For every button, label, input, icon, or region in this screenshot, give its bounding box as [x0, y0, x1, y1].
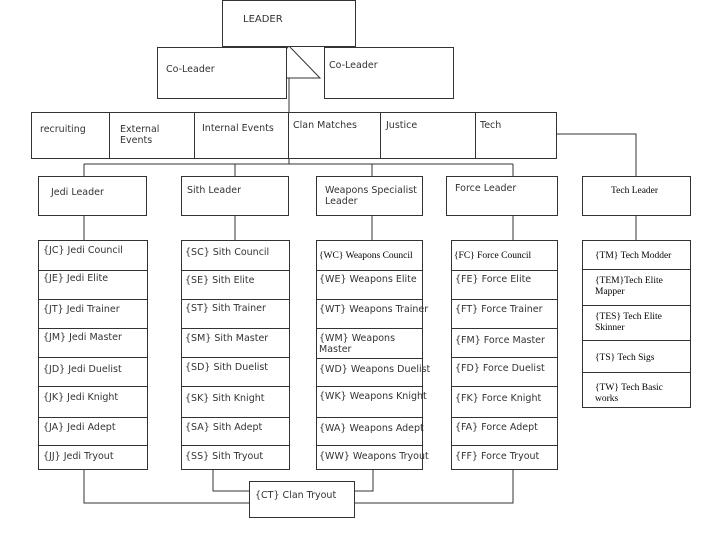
- force-leader-label: Force Leader: [455, 183, 517, 194]
- force-ranks-column: [451, 240, 558, 470]
- tech-leader-box: Tech Leader: [582, 176, 691, 216]
- tech-rank-modder: {TM} Tech Modder: [595, 251, 672, 261]
- weapons-rank-council: {WC} Weapons Council: [319, 251, 413, 261]
- clan-tryout-box: {CT} Clan Tryout: [249, 481, 355, 518]
- force-rank-knight: {FK} Force Knight: [455, 393, 542, 404]
- tech-rank-basic-works: {TW} Tech Basic works: [595, 383, 663, 405]
- weapons-rank-duelist: {WD} Weapons Duelist: [319, 364, 431, 375]
- department-tech: Tech: [480, 120, 502, 131]
- jedi-rank-duelist: {JD} Jedi Duelist: [43, 364, 122, 375]
- sith-ranks-column: [181, 240, 290, 470]
- force-leader-box: Force Leader: [446, 176, 558, 216]
- jedi-rank-trainer: {JT} Jedi Trainer: [43, 304, 120, 315]
- jedi-rank-tryout: {JJ} Jedi Tryout: [43, 451, 114, 462]
- weapons-rank-trainer: {WT} Weapons Trainer: [319, 304, 429, 315]
- tech-ranks-column: [582, 240, 691, 408]
- force-rank-adept: {FA} Force Adept: [455, 422, 538, 433]
- weapons-rank-elite: {WE} Weapons Elite: [319, 274, 417, 285]
- departments-bar: [31, 112, 557, 159]
- department-internal-events: Internal Events: [202, 123, 274, 134]
- department-recruiting: recruiting: [40, 124, 86, 135]
- co-leader-left-box: Co-Leader: [157, 47, 287, 99]
- weapons-ranks-column: [316, 240, 423, 470]
- jedi-ranks-column: [38, 240, 148, 470]
- sith-rank-adept: {SA} Sith Adept: [185, 422, 263, 433]
- force-rank-council: {FC} Force Council: [454, 251, 532, 261]
- tech-rank-sigs: {TS} Tech Sigs: [595, 353, 655, 363]
- force-rank-tryout: {FF} Force Tryout: [455, 451, 540, 462]
- force-rank-trainer: {FT} Force Trainer: [455, 304, 543, 315]
- department-external-events: External Events: [120, 124, 160, 147]
- force-rank-elite: {FE} Force Elite: [455, 274, 532, 285]
- sith-rank-duelist: {SD} Sith Duelist: [185, 362, 269, 373]
- department-justice: Justice: [386, 120, 418, 131]
- sith-rank-tryout: {SS} Sith Tryout: [185, 451, 264, 462]
- weapons-rank-adept: {WA} Weapons Adept: [319, 423, 424, 434]
- leader-label: LEADER: [243, 14, 283, 25]
- force-rank-master: {FM} Force Master: [455, 335, 545, 346]
- sith-rank-master: {SM} Sith Master: [185, 333, 269, 344]
- force-rank-duelist: {FD} Force Duelist: [455, 363, 545, 374]
- sith-leader-box: Sith Leader: [181, 176, 289, 216]
- sith-rank-elite: {SE} Sith Elite: [185, 275, 255, 286]
- tech-leader-label: Tech Leader: [611, 186, 659, 196]
- weapons-rank-master: {WM} Weapons Master: [319, 333, 396, 356]
- co-leader-right-box: Co-Leader: [324, 47, 454, 99]
- jedi-leader-box: Jedi Leader: [38, 176, 147, 216]
- sith-rank-trainer: {ST} Sith Trainer: [185, 303, 266, 314]
- tech-rank-elite-mapper: {TEM}Tech Elite Mapper: [595, 276, 663, 298]
- clan-tryout-label: {CT} Clan Tryout: [255, 490, 337, 501]
- tech-rank-elite-skinner: {TES} Tech Elite Skinner: [595, 312, 662, 334]
- weapons-rank-tryout: {WW} Weapons Tryout: [319, 451, 429, 462]
- jedi-leader-label: Jedi Leader: [51, 187, 104, 198]
- sith-rank-council: {SC} Sith Council: [185, 247, 270, 258]
- jedi-rank-elite: {JE} Jedi Elite: [43, 273, 109, 284]
- co-leader-right-label: Co-Leader: [329, 60, 378, 71]
- department-clan-matches: Clan Matches: [293, 120, 357, 131]
- jedi-rank-master: {JM} Jedi Master: [43, 332, 122, 343]
- sith-rank-knight: {SK} Sith Knight: [185, 393, 265, 404]
- leader-box: LEADER: [222, 0, 356, 47]
- co-leader-left-label: Co-Leader: [166, 64, 215, 75]
- jedi-rank-knight: {JK} Jedi Knight: [43, 392, 119, 403]
- weapons-leader-label: Weapons Specialist Leader: [325, 185, 417, 208]
- weapons-rank-knight: {WK} Weapons Knight: [319, 391, 427, 402]
- weapons-leader-box: Weapons Specialist Leader: [316, 176, 423, 216]
- sith-leader-label: Sith Leader: [187, 185, 242, 196]
- jedi-rank-council: {JC} Jedi Council: [43, 245, 123, 256]
- jedi-rank-adept: {JA} Jedi Adept: [43, 422, 116, 433]
